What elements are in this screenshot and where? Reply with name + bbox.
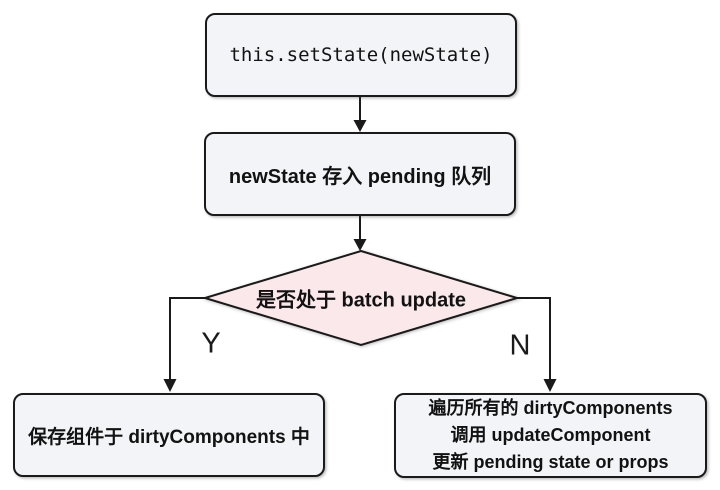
edge-pending-to-decision [353, 216, 367, 251]
node-save-dirty-components: 保存组件于 dirtyComponents 中 [13, 393, 325, 477]
edge-decision-yes [163, 297, 206, 392]
node-pending-queue-label: newState 存入 pending 队列 [228, 165, 492, 188]
node-setstate: this.setState(newState) [205, 13, 517, 97]
branch-label-no: N [509, 329, 531, 362]
node-pending-queue: newState 存入 pending 队列 [204, 132, 516, 216]
node-flush-line-3: 更新 pending state or props [432, 452, 669, 472]
decision-label: 是否处于 batch update [255, 289, 467, 312]
node-setstate-label: this.setState(newState) [229, 44, 493, 66]
node-flush-line-2: 调用 updateComponent [450, 425, 651, 445]
decision-diamond [201, 249, 521, 347]
edge-decision-no [516, 297, 557, 392]
node-flush-line-1: 遍历所有的 dirtyComponents [428, 398, 673, 418]
edge-setstate-to-pending [353, 97, 367, 132]
branch-label-yes: Y [201, 327, 221, 360]
node-flush-dirty-components: 遍历所有的 dirtyComponents 调用 updateComponent… [394, 393, 707, 478]
node-save-dirty-components-label: 保存组件于 dirtyComponents 中 [28, 426, 310, 448]
